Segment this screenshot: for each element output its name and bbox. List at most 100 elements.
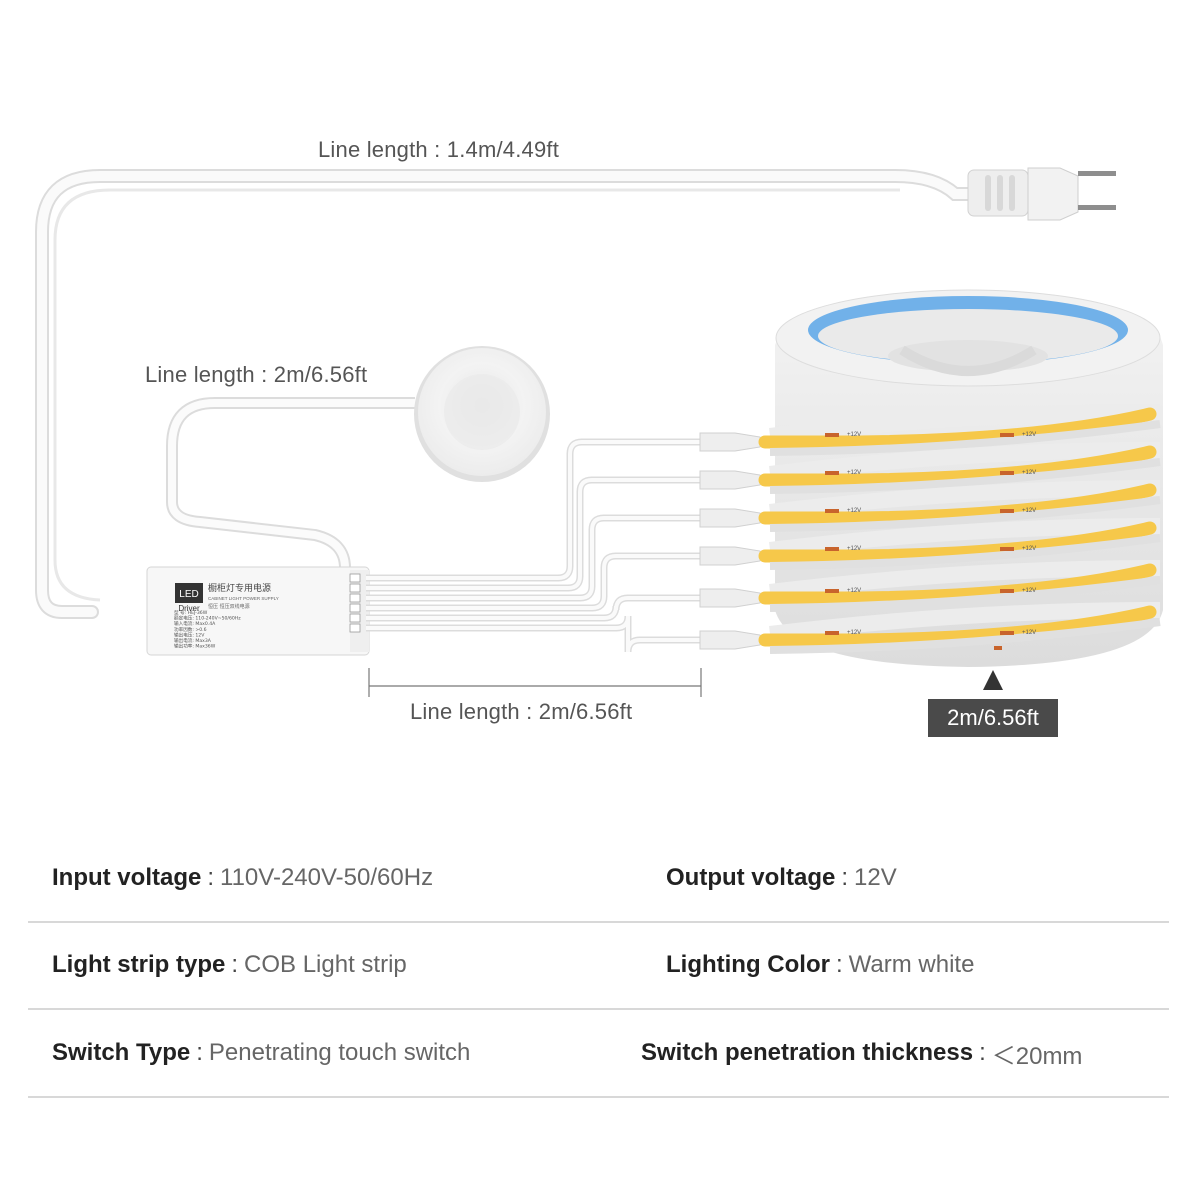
spec-value: COB Light strip — [244, 951, 407, 978]
product-diagram: LED Driver 橱柜灯专用电源 CABINET LIGHT POWER S… — [35, 137, 1163, 737]
spec-output-voltage: Output voltage : 12V — [666, 835, 897, 921]
strip-voltage-marker: +12V — [847, 470, 861, 476]
reel-layer-shadow — [769, 534, 1161, 570]
switch-cable — [166, 397, 415, 569]
solder-pad — [825, 433, 839, 437]
spec-switch-penetration-thickness: Switch penetration thickness : ＜20mm — [641, 1010, 1082, 1096]
driver-output-port — [349, 623, 361, 633]
strip-connector — [699, 546, 761, 566]
strip-voltage-marker: +12V — [1022, 630, 1036, 636]
spec-label: Lighting Color — [666, 951, 830, 978]
strip-voltage-marker: +12V — [847, 508, 861, 514]
driver-logo-driver: Driver — [178, 604, 200, 613]
solder-pad — [1000, 509, 1014, 513]
led-driver-box: LED Driver 橱柜灯专用电源 CABINET LIGHT POWER S… — [146, 566, 370, 656]
spec-separator: : — [207, 864, 215, 891]
driver-output-port — [349, 573, 361, 583]
spec-separator: : — [835, 951, 843, 978]
strip-connector — [699, 630, 761, 650]
strip-length-badge: 2m/6.56ft — [928, 699, 1058, 737]
solder-pad — [1000, 471, 1014, 475]
switch-line-length-label: Line length : 2m/6.56ft — [145, 362, 368, 387]
strip-voltage-marker: +12V — [1022, 508, 1036, 514]
reel-layer-edge — [769, 602, 1161, 642]
driver-logo-led: LED — [179, 589, 198, 600]
spec-value: Penetrating touch switch — [208, 1039, 471, 1066]
spec-separator: : — [196, 1039, 203, 1066]
strip-voltage-marker: +12V — [847, 588, 861, 594]
spec-row: Input voltage : 110V-240V-50/60Hz Output… — [28, 835, 1169, 923]
solder-pad — [825, 631, 839, 635]
led-strip-reel: +12V+12V+12V+12V+12V+12V+12V+12V+12V+12V… — [758, 289, 1163, 667]
driver-spec-line: 额定电压: 110-240V~50/60Hz — [174, 615, 241, 622]
spec-label: Light strip type — [52, 951, 226, 978]
reel-layer-shadow — [769, 458, 1161, 494]
output-line-length-label: Line length : 2m/6.56ft — [410, 699, 633, 724]
reel-layer-edge — [769, 442, 1161, 482]
cob-strip — [758, 521, 1157, 563]
reel-layer-edge — [769, 560, 1161, 600]
driver-output-port — [349, 603, 361, 613]
output-cable-highlight — [366, 554, 705, 610]
reel-layer-shadow — [769, 496, 1161, 532]
reel-layer-edge — [769, 404, 1161, 444]
driver-spec-line: 输出电流: Max3A — [174, 637, 212, 644]
spec-separator: : — [841, 864, 848, 891]
spec-row: Light strip type : COB Light strip Light… — [28, 922, 1169, 1010]
spec-value: 110V-240V-50/60Hz — [220, 864, 434, 891]
spec-value: Warm white — [848, 951, 975, 978]
touch-switch-icon — [414, 346, 550, 482]
dimension-line — [368, 668, 702, 697]
strip-connector — [699, 432, 761, 452]
reel-strip-layers: +12V+12V+12V+12V+12V+12V+12V+12V+12V+12V… — [758, 404, 1161, 654]
up-arrow-icon — [983, 670, 1003, 690]
output-cable-highlight — [366, 478, 705, 590]
driver-subtitle-en: CABINET LIGHT POWER SUPPLY — [208, 596, 279, 601]
spec-light-strip-type: Light strip type : COB Light strip — [52, 922, 407, 1008]
solder-pad — [1000, 547, 1014, 551]
solder-pad — [1000, 631, 1014, 635]
driver-output-port — [349, 593, 361, 603]
output-cables — [349, 432, 761, 653]
solder-pad — [825, 589, 839, 593]
cob-strip — [758, 445, 1157, 487]
reel-layer-edge — [769, 480, 1161, 520]
output-cable-highlight — [366, 615, 705, 653]
spec-separator: : — [979, 1039, 986, 1066]
solder-pad — [1000, 433, 1014, 437]
strip-voltage-marker: +12V — [1022, 588, 1036, 594]
reel-layer-shadow — [769, 576, 1161, 612]
output-cable-highlight — [366, 596, 705, 620]
plug-line-length-label: Line length : 1.4m/4.49ft — [318, 137, 560, 162]
solder-pad — [825, 509, 839, 513]
strip-connector — [699, 508, 761, 528]
solder-pad — [825, 547, 839, 551]
strip-voltage-marker: +12V — [847, 546, 861, 552]
output-cable — [366, 476, 705, 592]
spec-label: Switch penetration thickness — [641, 1039, 974, 1066]
driver-title: 橱柜灯专用电源 — [208, 582, 271, 594]
reel-layer-shadow — [769, 420, 1161, 456]
driver-spec-line: 型 号: HEJ-36W — [174, 609, 208, 616]
spec-row: Switch Type : Penetrating touch switch S… — [28, 1010, 1169, 1098]
spec-label: Input voltage — [52, 864, 202, 891]
spec-label: Output voltage — [666, 864, 836, 891]
spec-lighting-color: Lighting Color : Warm white — [666, 922, 974, 1008]
solder-pad — [1000, 589, 1014, 593]
strip-connector — [699, 588, 761, 608]
cob-strip — [758, 483, 1157, 525]
spec-value: 12V — [854, 864, 897, 891]
driver-subtitle-cn: 恒压 恒压双线电源 — [208, 603, 250, 610]
strip-voltage-marker: +12V — [1022, 546, 1036, 552]
driver-spec-line: 输入电流: Max0.4A — [174, 620, 216, 627]
strip-voltage-marker: +12V — [847, 630, 861, 636]
output-cable-highlight — [366, 440, 705, 580]
cob-strip — [758, 563, 1157, 605]
driver-spec-line: 功率因数: >0.6 — [174, 626, 207, 633]
power-cable — [35, 169, 982, 619]
cob-strip — [758, 605, 1157, 647]
reel-layer-shadow — [769, 618, 1161, 654]
cob-strip — [758, 407, 1157, 449]
solder-pad — [994, 646, 1002, 650]
